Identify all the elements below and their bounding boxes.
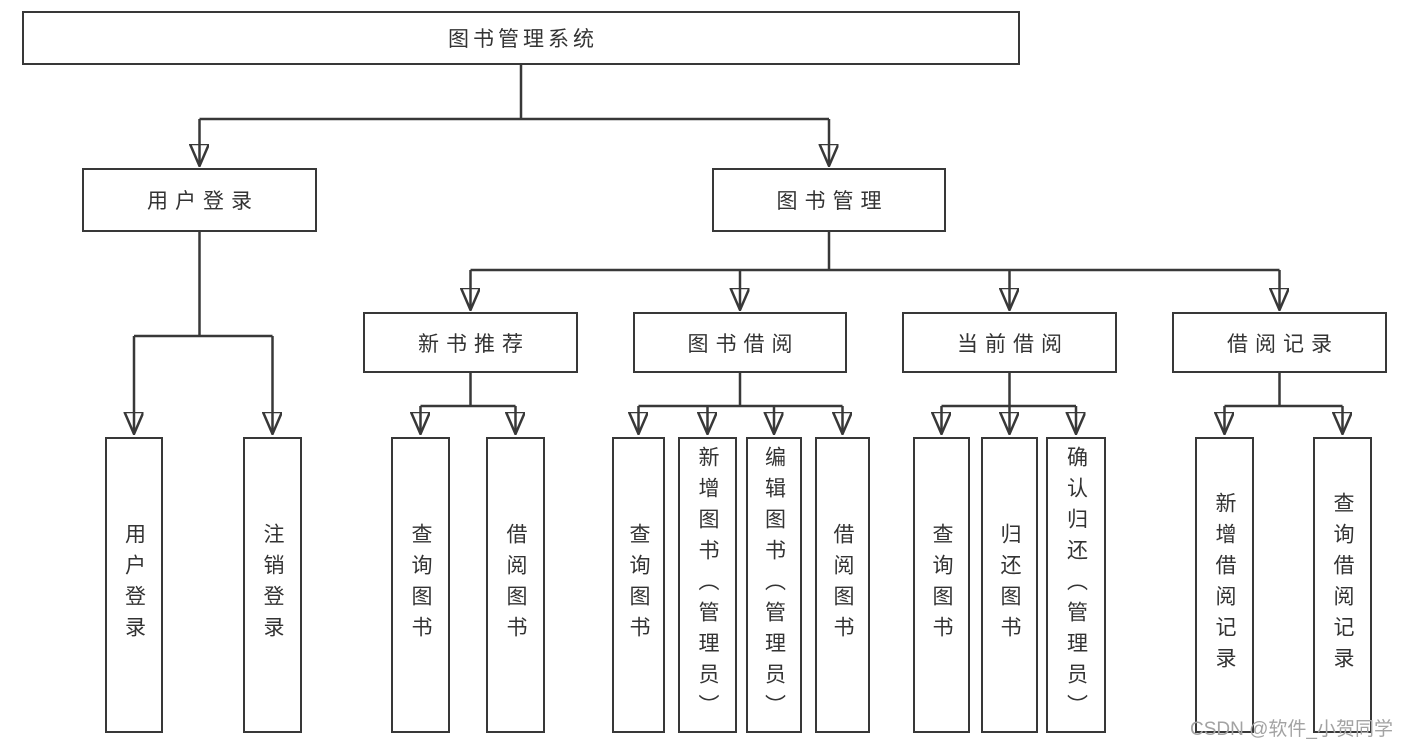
node-label: 借阅记录 bbox=[1227, 332, 1339, 356]
node-label: 当前借阅 bbox=[957, 332, 1069, 356]
node-return-books: 归还图书 bbox=[981, 437, 1038, 733]
node-user-login-leaf: 用户登录 bbox=[105, 437, 163, 733]
node-label: 新书推荐 bbox=[418, 332, 530, 356]
node-label: 查询借阅记录 bbox=[1331, 492, 1354, 678]
node-label: 编辑图书（管理员） bbox=[762, 445, 786, 725]
node-root: 图书管理系统 bbox=[22, 11, 1020, 65]
node-label: 新增图书（管理员） bbox=[696, 445, 719, 725]
node-add-book-admin: 新增图书（管理员） bbox=[678, 437, 737, 733]
node-logout: 注销登录 bbox=[243, 437, 302, 733]
connector-new-book-recommend-children bbox=[421, 373, 516, 434]
node-borrow-books-recommend: 借阅图书 bbox=[486, 437, 545, 733]
node-label: 确认归还（管理员） bbox=[1064, 445, 1088, 725]
connector-user-login-children bbox=[134, 232, 273, 434]
watermark: CSDN @软件_小贺同学 bbox=[1190, 719, 1393, 740]
node-label: 归还图书 bbox=[998, 523, 1021, 647]
node-current-borrow: 当前借阅 bbox=[902, 312, 1117, 373]
node-label: 用户登录 bbox=[122, 523, 146, 647]
node-label: 注销登录 bbox=[261, 523, 284, 647]
node-label: 借阅图书 bbox=[831, 523, 854, 647]
node-label: 查询图书 bbox=[627, 523, 650, 647]
node-query-books-recommend: 查询图书 bbox=[391, 437, 450, 733]
node-query-books-current: 查询图书 bbox=[913, 437, 970, 733]
node-confirm-return-admin: 确认归还（管理员） bbox=[1046, 437, 1106, 733]
connector-root-to-level2 bbox=[200, 65, 830, 166]
connector-current-borrow-children bbox=[942, 373, 1077, 434]
connector-borrow-records-children bbox=[1225, 373, 1343, 434]
node-label: 查询图书 bbox=[930, 523, 953, 647]
node-label: 用户登录 bbox=[147, 190, 259, 213]
node-book-borrow: 图书借阅 bbox=[633, 312, 847, 373]
node-label: 查询图书 bbox=[409, 523, 432, 647]
connector-book-management-children bbox=[471, 232, 1280, 310]
connector-book-borrow-children bbox=[639, 373, 843, 434]
node-edit-book-admin: 编辑图书（管理员） bbox=[746, 437, 802, 733]
node-label: 借阅图书 bbox=[504, 523, 527, 647]
node-new-book-recommend: 新书推荐 bbox=[363, 312, 578, 373]
node-label: 新增借阅记录 bbox=[1213, 492, 1236, 678]
node-borrow-records: 借阅记录 bbox=[1172, 312, 1387, 373]
node-label: 图书借阅 bbox=[687, 332, 800, 356]
node-label: 图书管理系统 bbox=[448, 28, 598, 51]
node-query-books-borrow: 查询图书 bbox=[612, 437, 665, 733]
node-query-borrow-record: 查询借阅记录 bbox=[1313, 437, 1372, 733]
node-add-borrow-record: 新增借阅记录 bbox=[1195, 437, 1254, 733]
node-book-management: 图书管理 bbox=[712, 168, 946, 232]
node-borrow-books-leaf: 借阅图书 bbox=[815, 437, 870, 733]
node-label: 图书管理 bbox=[776, 190, 889, 213]
node-user-login: 用户登录 bbox=[82, 168, 317, 232]
